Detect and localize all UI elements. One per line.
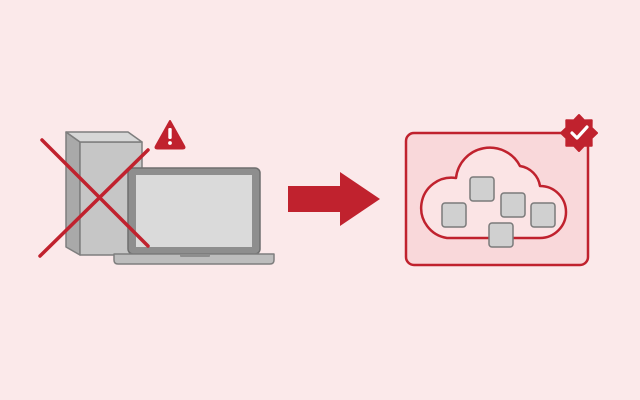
cloud-node: [530, 202, 556, 228]
cloud-node: [500, 192, 526, 218]
legacy-hardware-group: [38, 120, 275, 265]
cloud-platform-group: [404, 114, 598, 267]
cloud-node: [469, 176, 495, 202]
cloud-node: [488, 222, 514, 248]
laptop-icon: [113, 167, 275, 265]
arrow-right-icon: [288, 172, 380, 226]
cross-out-mark: [38, 138, 150, 258]
cloud-node: [441, 202, 467, 228]
cloud-nodes: [441, 176, 556, 248]
warning-triangle-icon: [154, 120, 186, 150]
verified-check-badge-icon: [560, 114, 598, 152]
